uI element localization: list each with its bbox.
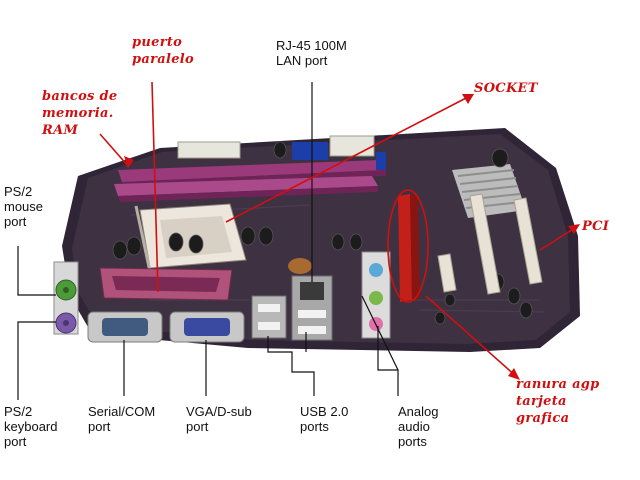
label-puerto-paralelo: puerto paralelo: [132, 35, 195, 67]
socket-arrow: [225, 95, 471, 223]
agp-highlight-ellipse: [387, 189, 429, 303]
agp-slot: [398, 194, 420, 302]
label-pci: PCI: [582, 219, 610, 234]
label-ps2-mouse: PS/2 mouse port: [4, 184, 44, 229]
label-bancos-ram: bancos de memoria. RAM: [42, 89, 118, 138]
ram-arrow: [99, 133, 129, 167]
red-annotations: [99, 81, 580, 380]
label-rj45-lan: RJ-45 100M LAN port: [276, 38, 347, 68]
capacitors: [112, 141, 533, 325]
ram-slots: [114, 160, 386, 202]
floppy-connector: [376, 152, 386, 170]
chipset-heatsink: [452, 164, 526, 218]
agp-arrow: [425, 295, 519, 379]
atx-12v-connector: [329, 135, 375, 157]
atx-power-connector: [177, 141, 241, 159]
parallel-arrow: [151, 81, 159, 293]
pci-slots: [437, 193, 543, 295]
label-ranura-agp: ranura agp tarjeta grafica: [516, 377, 600, 426]
label-ps2-keyboard: PS/2 keyboard port: [4, 404, 58, 449]
usb-connectors-left: [251, 295, 287, 339]
leader-lines: [17, 82, 399, 400]
ide-connector: [292, 142, 328, 160]
label-usb: USB 2.0 ports: [300, 404, 349, 434]
label-serial-com: Serial/COM port: [88, 404, 156, 434]
inductor-coil: [288, 258, 312, 274]
label-vga: VGA/D-sub port: [186, 404, 252, 434]
label-socket: SOCKET: [474, 81, 538, 96]
cpu-socket: [134, 203, 247, 273]
label-analog-audio: Analog audio ports: [398, 404, 439, 449]
